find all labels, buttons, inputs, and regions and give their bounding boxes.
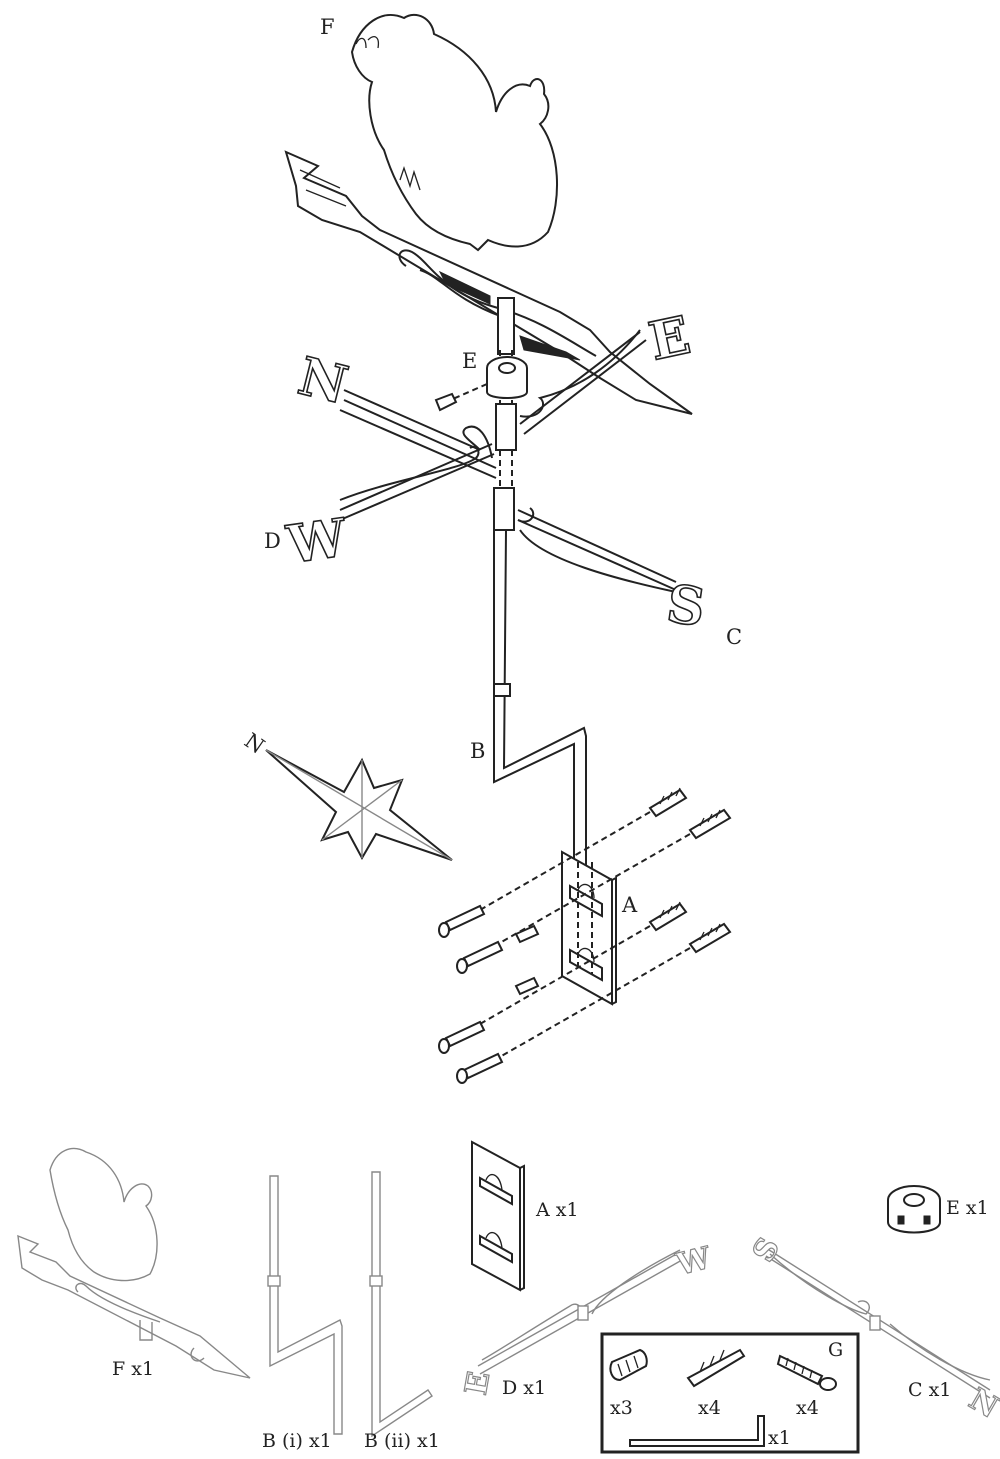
label-d: D [264,529,281,553]
anchor-qty: x4 [698,1397,721,1419]
compass-arms [339,329,677,593]
hardware-kit-g: G x3 x4 x4 x1 [600,1332,860,1454]
label-b: B [470,739,485,763]
arrow-part-f-assembled [284,150,693,415]
screws-assembled [438,904,540,1084]
part-a-label: A x1 [535,1199,579,1221]
set-screw-assembled [434,392,458,412]
hardware-kit-label: G [828,1339,843,1361]
part-b-i-thumbnail [267,1175,343,1435]
part-b-ii-label: B (ii) x1 [364,1430,440,1452]
rooster-part-f-assembled [350,13,558,252]
part-c-direction-n: N [963,1382,1000,1426]
anchor-icon [686,1348,746,1388]
label-f: F [320,15,335,39]
label-c: C [726,625,742,649]
label-a: A [621,893,638,917]
part-a-thumbnail [471,1140,525,1292]
sleeve-icon [609,1348,648,1382]
wall-bracket-a-assembled [561,850,617,1006]
screw-qty: x4 [796,1397,819,1419]
part-b-ii-thumbnail [369,1171,433,1438]
part-b-i-label: B (i) x1 [262,1430,332,1452]
part-e-thumbnail [887,1185,941,1234]
anchors-assembled [479,787,732,1059]
hex-key-icon [629,1415,765,1447]
direction-s-assembled: S [663,573,709,639]
sleeve-qty: x3 [610,1397,633,1419]
compass-north-label: N [240,728,269,758]
rooster-scroll-bracket [398,249,597,361]
part-d-direction-w: W [672,1240,715,1283]
screw-icon [776,1354,824,1386]
part-c-label: C x1 [908,1379,951,1401]
direction-n-assembled: N [292,346,353,417]
part-d-direction-e: E [459,1369,497,1398]
part-c-thumbnail: S N [745,1231,1000,1426]
part-f-label: F x1 [112,1358,154,1380]
label-e: E [462,349,477,373]
hex-key-qty: x1 [768,1427,791,1449]
part-e-label: E x1 [946,1197,989,1219]
part-d-label: D x1 [502,1377,546,1399]
direction-w-assembled: W [283,507,352,576]
collar-e-assembled [434,356,528,412]
part-f-thumbnail [17,1147,251,1379]
direction-e-assembled: E [644,305,695,373]
compass-rose: N [240,728,453,861]
